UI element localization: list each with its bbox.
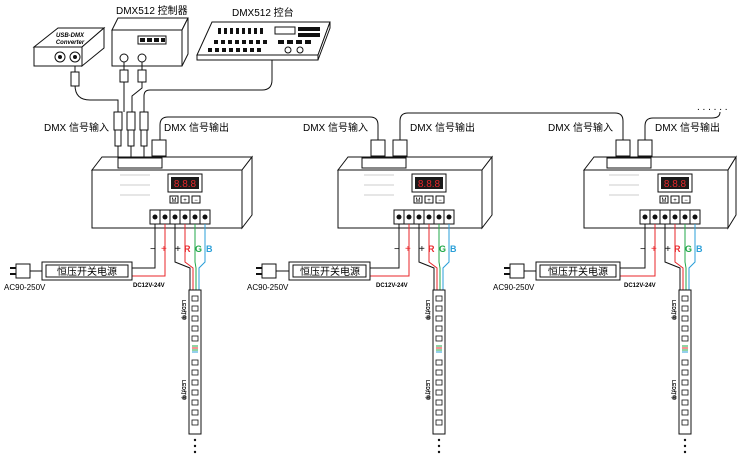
led-strip-label-3b: LED灯带 bbox=[670, 380, 677, 400]
decoder-button-minus-1: − bbox=[194, 198, 198, 204]
ac-plug-3 bbox=[504, 263, 525, 279]
terminal-b-1: B bbox=[206, 244, 213, 254]
terminal-g-2: G bbox=[439, 244, 446, 254]
terminal-b-2: B bbox=[450, 244, 457, 254]
terminal-plus-3: + bbox=[651, 244, 657, 255]
ac-label-3: AC90-250V bbox=[493, 283, 535, 292]
console-faders bbox=[208, 28, 267, 52]
terminal-plus-2: + bbox=[405, 244, 411, 255]
decoder-button-plus-1: + bbox=[183, 198, 187, 204]
terminal-b-3: B bbox=[696, 244, 703, 254]
decoder-display-2: 8.8.8 bbox=[418, 179, 441, 190]
dc-label-1: DC12V-24V bbox=[133, 283, 165, 289]
terminal-plus-out-1: + bbox=[175, 244, 181, 255]
terminal-r-3: R bbox=[674, 244, 681, 254]
led-strip-3 bbox=[678, 289, 692, 435]
console-label: DMX512 控台 bbox=[232, 6, 294, 19]
decoder-button-m-3: M bbox=[662, 198, 667, 204]
converter-cable bbox=[74, 66, 119, 112]
decoder-display-1: 8.8.8 bbox=[174, 179, 197, 190]
dc-label-2: DC12V-24V bbox=[376, 283, 408, 289]
terminal-minus-3: − bbox=[640, 244, 646, 255]
led-strip-label-2b: LED灯带 bbox=[424, 380, 431, 400]
decoder-button-minus-2: − bbox=[438, 198, 442, 204]
terminal-minus-1: − bbox=[150, 244, 156, 255]
dmx512-console bbox=[196, 21, 331, 61]
ac-plug-2 bbox=[256, 263, 277, 279]
dmx-link-2-3 bbox=[399, 112, 624, 150]
power-supply-2 bbox=[288, 261, 371, 281]
decoder-button-m-2: M bbox=[416, 198, 421, 204]
dmx-decoder-3: 8.8.8 M + − bbox=[582, 155, 737, 230]
decoder-button-plus-3: + bbox=[673, 198, 677, 204]
power-supply-label-2: 恒压开关电源 bbox=[300, 265, 360, 278]
usb-dmx-converter: USB-DMX Converter bbox=[32, 26, 106, 68]
dc-label-3: DC12V-24V bbox=[624, 283, 656, 289]
terminal-g-3: G bbox=[685, 244, 692, 254]
terminal-plus-1: + bbox=[161, 244, 167, 255]
terminal-plus-out-3: + bbox=[665, 244, 671, 255]
dmx-input-label-3: DMX 信号输入 bbox=[548, 121, 613, 134]
ac-plug-1 bbox=[10, 263, 31, 279]
decoder-display-3: 8.8.8 bbox=[664, 179, 687, 190]
led-strip-label-1a: LED灯带 bbox=[180, 300, 187, 320]
dmx-decoder-2: 8.8.8 M + − bbox=[336, 155, 494, 230]
dmx-output-label-1: DMX 信号输出 bbox=[164, 121, 229, 134]
dmx-input-label-1: DMX 信号输入 bbox=[44, 121, 109, 134]
terminal-g-1: G bbox=[195, 244, 202, 254]
dmx-decoder-1: 8.8.8 M + − bbox=[90, 155, 254, 230]
dmx512-controller bbox=[111, 17, 189, 67]
decoder-button-minus-3: − bbox=[684, 198, 688, 204]
led-strip-label-2a: LED灯带 bbox=[424, 300, 431, 320]
terminal-r-2: R bbox=[428, 244, 435, 254]
converter-plug bbox=[70, 71, 80, 87]
terminal-minus-2: − bbox=[394, 244, 400, 255]
decoder-button-plus-2: + bbox=[427, 198, 431, 204]
terminal-plus-out-2: + bbox=[419, 244, 425, 255]
dmx-input-plugs-1 bbox=[113, 111, 149, 160]
led-strip-label-1b: LED灯带 bbox=[180, 380, 187, 400]
power-supply-1 bbox=[41, 261, 133, 281]
power-supply-label-3: 恒压开关电源 bbox=[548, 265, 608, 278]
dmx-link-3-next bbox=[644, 111, 721, 150]
ac-label-1: AC90-250V bbox=[4, 283, 46, 292]
ac-label-2: AC90-250V bbox=[247, 283, 289, 292]
led-strip-label-3a: LED灯带 bbox=[670, 300, 677, 320]
continuation-dots: . . . . . . bbox=[697, 102, 728, 113]
led-strip-2 bbox=[432, 289, 446, 435]
power-supply-label-1: 恒压开关电源 bbox=[57, 265, 117, 278]
console-cable bbox=[143, 60, 273, 112]
dmx-link-1-2 bbox=[159, 116, 379, 150]
power-supply-3 bbox=[535, 261, 621, 281]
decoder-button-m-1: M bbox=[172, 198, 177, 204]
led-strip-1 bbox=[188, 289, 202, 435]
dmx-input-label-2: DMX 信号输入 bbox=[303, 121, 368, 134]
dmx-output-label-2: DMX 信号输出 bbox=[410, 121, 475, 134]
converter-label-line1: USB-DMX bbox=[56, 33, 85, 39]
converter-label-line2: Converter bbox=[56, 40, 85, 46]
dmx-output-label-3: DMX 信号输出 bbox=[655, 121, 720, 134]
terminal-r-1: R bbox=[184, 244, 191, 254]
controller-label: DMX512 控制器 bbox=[116, 4, 188, 17]
